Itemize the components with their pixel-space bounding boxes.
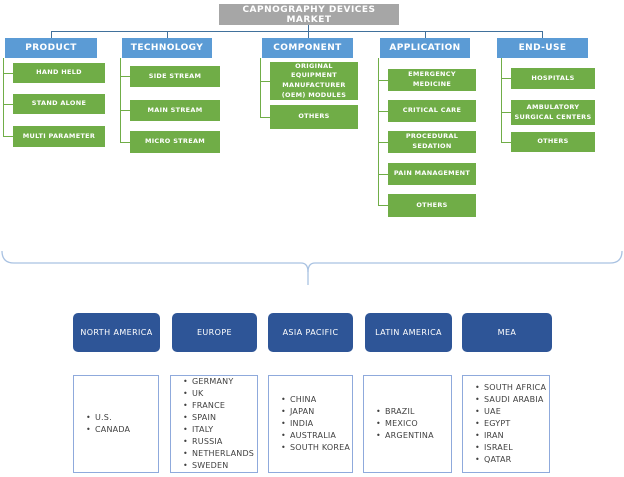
country-list-europe: GERMANYUKFRANCESPAINITALYRUSSIANETHERLAN… xyxy=(170,375,258,473)
connector-line xyxy=(3,73,13,74)
connector-line xyxy=(378,142,388,143)
region-header-north-america: NORTH AMERICA xyxy=(73,313,160,352)
country-item: SOUTH KOREA xyxy=(281,442,350,454)
region-header-mea: MEA xyxy=(462,313,552,352)
country-item: FRANCE xyxy=(183,400,254,412)
country-item: ISRAEL xyxy=(475,442,546,454)
segment-item: OTHERS xyxy=(511,132,595,152)
connector-line xyxy=(120,58,121,142)
country-item: CANADA xyxy=(86,424,130,436)
connector-line xyxy=(260,58,261,117)
connector-line xyxy=(120,76,130,77)
connector-line xyxy=(378,205,388,206)
connector-line xyxy=(378,111,388,112)
country-item: UK xyxy=(183,388,254,400)
segment-item: HOSPITALS xyxy=(511,68,595,89)
country-item: SPAIN xyxy=(183,412,254,424)
segment-item: MICRO STREAM xyxy=(130,131,220,153)
connector-line xyxy=(120,142,130,143)
segment-item: OTHERS xyxy=(388,194,476,217)
country-item: AUSTRALIA xyxy=(281,430,350,442)
connector-line xyxy=(120,110,130,111)
segment-item: HAND HELD xyxy=(13,63,105,83)
segment-item: MAIN STREAM xyxy=(130,100,220,121)
connector-line xyxy=(425,31,426,38)
connector-line xyxy=(3,136,13,137)
country-item: U.S. xyxy=(86,412,130,424)
segment-item: OTHERS xyxy=(270,105,358,129)
connector-line xyxy=(378,80,388,81)
country-item: RUSSIA xyxy=(183,436,254,448)
country-item: ITALY xyxy=(183,424,254,436)
country-item: ARGENTINA xyxy=(376,430,434,442)
connector-line xyxy=(501,142,511,143)
connector-line xyxy=(260,117,270,118)
connector-line xyxy=(260,81,270,82)
connector-line xyxy=(51,31,543,32)
diagram-title: CAPNOGRAPHY DEVICES MARKET xyxy=(219,4,399,25)
brace-icon xyxy=(1,250,623,285)
country-item: INDIA xyxy=(281,418,350,430)
region-header-europe: EUROPE xyxy=(172,313,257,352)
segment-item: EMERGENCY MEDICINE xyxy=(388,69,476,91)
connector-line xyxy=(501,112,511,113)
connector-line xyxy=(3,58,4,136)
country-list-mea: SOUTH AFRICASAUDI ARABIAUAEEGYPTIRANISRA… xyxy=(462,375,550,473)
segment-header-application: APPLICATION xyxy=(380,38,470,58)
segment-item: STAND ALONE xyxy=(13,94,105,114)
country-item: GERMANY xyxy=(183,376,254,388)
segment-item: ORIGINAL EQUIPMENT MANUFACTURER (OEM) MO… xyxy=(270,62,358,100)
country-item: CHINA xyxy=(281,394,350,406)
country-item: UAE xyxy=(475,406,546,418)
country-item: SOUTH AFRICA xyxy=(475,382,546,394)
country-item: JAPAN xyxy=(281,406,350,418)
country-item: QATAR xyxy=(475,454,546,466)
segment-header-end-use: END-USE xyxy=(497,38,588,58)
segment-header-component: COMPONENT xyxy=(262,38,353,58)
country-item: MEXICO xyxy=(376,418,434,430)
segment-item: AMBULATORY SURGICAL CENTERS xyxy=(511,100,595,125)
connector-line xyxy=(51,31,52,38)
country-list-north-america: U.S.CANADA xyxy=(73,375,159,473)
country-list-asia-pacific: CHINAJAPANINDIAAUSTRALIASOUTH KOREA xyxy=(268,375,353,473)
connector-line xyxy=(3,104,13,105)
country-item: EGYPT xyxy=(475,418,546,430)
country-list-latin-america: BRAZILMEXICOARGENTINA xyxy=(363,375,452,473)
country-item: SAUDI ARABIA xyxy=(475,394,546,406)
country-item: BRAZIL xyxy=(376,406,434,418)
connector-line xyxy=(378,58,379,205)
country-item: NETHERLANDS xyxy=(183,448,254,460)
connector-line xyxy=(378,174,388,175)
connector-line xyxy=(167,31,168,38)
segment-item: PAIN MANAGEMENT xyxy=(388,163,476,185)
country-item: SWEDEN xyxy=(183,460,254,472)
segment-header-technology: TECHNOLOGY xyxy=(122,38,212,58)
country-item: IRAN xyxy=(475,430,546,442)
region-header-latin-america: LATIN AMERICA xyxy=(365,313,452,352)
connector-line xyxy=(501,78,511,79)
segment-header-product: PRODUCT xyxy=(5,38,97,58)
connector-line xyxy=(501,58,502,142)
segment-item: CRITICAL CARE xyxy=(388,100,476,122)
segment-item: PROCEDURAL SEDATION xyxy=(388,131,476,153)
segment-item: MULTI PARAMETER xyxy=(13,126,105,147)
region-header-asia-pacific: ASIA PACIFIC xyxy=(268,313,353,352)
segment-item: SIDE STREAM xyxy=(130,66,220,87)
connector-line xyxy=(542,31,543,38)
